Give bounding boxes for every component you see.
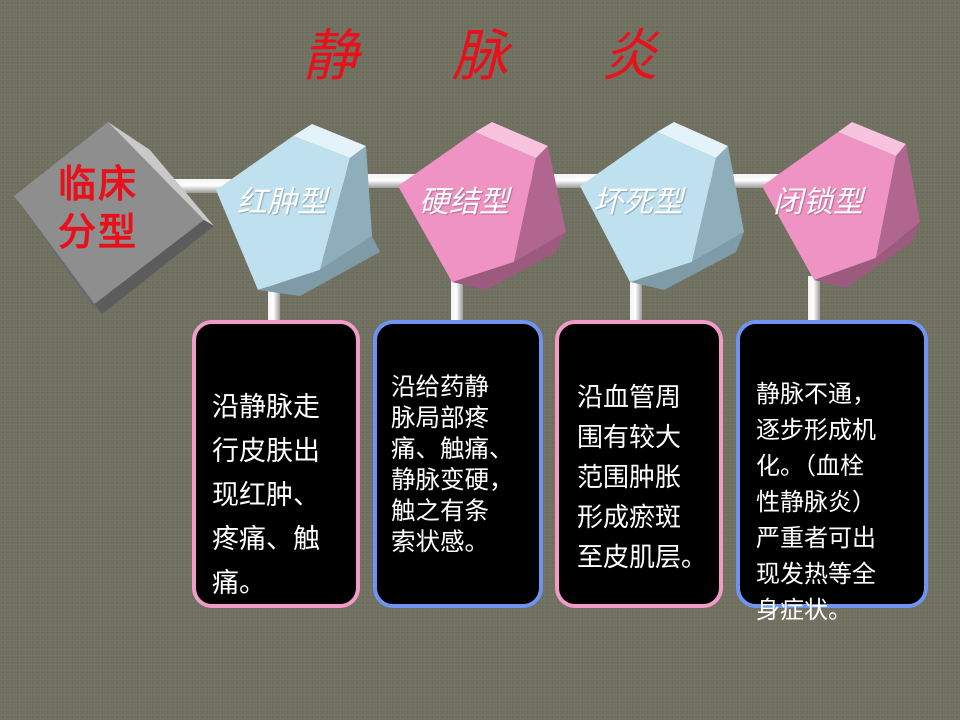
type-cube-3 — [580, 122, 744, 290]
type-cube-2 — [398, 122, 566, 290]
description-text-1: 沿静脉走 行皮肤出 现红肿、 疼痛、触 痛。 — [212, 392, 320, 599]
pipe-down-4 — [808, 276, 820, 326]
description-box-2: 沿给药静 脉局部疼 痛、触痛、 静脉变硬， 触之有条 索状感。 — [373, 320, 543, 608]
type-cube-1 — [216, 124, 380, 296]
pipe-down-3 — [630, 276, 642, 326]
root-label: 临床 分型 — [57, 162, 138, 254]
type-label-4: 闭锁型 — [773, 185, 863, 220]
pipe-down-2 — [451, 276, 463, 326]
description-text-4: 静脉不通， 逐步形成机 化。（血栓 性静脉炎） 严重者可出 现发热等全 身症状。 — [756, 380, 876, 624]
description-box-4: 静脉不通， 逐步形成机 化。（血栓 性静脉炎） 严重者可出 现发热等全 身症状。 — [736, 320, 928, 624]
description-text-3: 沿血管周 围有较大 范围肿胀 形成瘀斑 至皮肌层。 — [577, 383, 708, 573]
description-text-2: 沿给药静 脉局部疼 痛、触痛、 静脉变硬， 触之有条 索状感。 — [391, 372, 514, 556]
type-cube-4 — [762, 122, 920, 288]
page-title: 静 脉 炎 — [302, 24, 696, 89]
description-box-1: 沿静脉走 行皮肤出 现红肿、 疼痛、触 痛。 — [192, 320, 360, 608]
type-label-1: 红肿型 — [237, 185, 327, 220]
type-label-3: 坏死型 — [593, 185, 683, 220]
root-cube — [14, 122, 214, 314]
description-box-3: 沿血管周 围有较大 范围肿胀 形成瘀斑 至皮肌层。 — [555, 320, 723, 608]
type-label-2: 硬结型 — [419, 185, 509, 220]
